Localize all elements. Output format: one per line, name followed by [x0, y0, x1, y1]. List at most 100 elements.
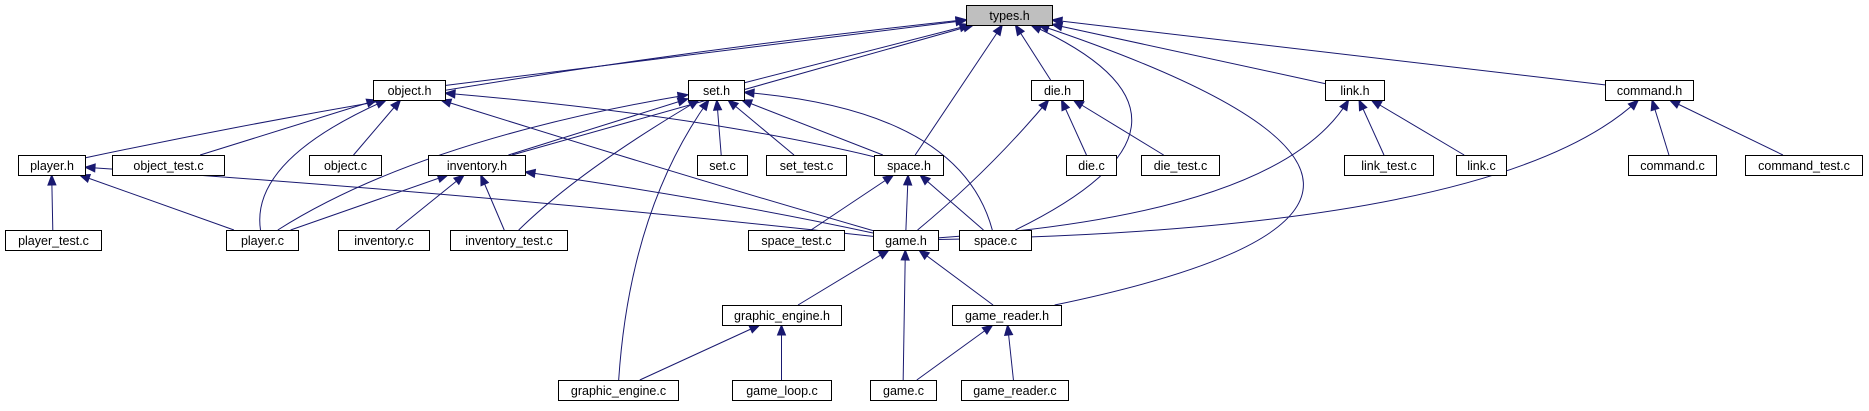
node-label: game_loop.c: [746, 384, 818, 398]
node-inventory-c[interactable]: inventory.c: [338, 230, 430, 251]
node-game-loop-c[interactable]: game_loop.c: [732, 380, 832, 401]
arrowhead-icon: [748, 324, 761, 334]
node-box: [732, 380, 832, 401]
node-player-h[interactable]: player.h: [18, 155, 86, 176]
node-box: [338, 230, 430, 251]
edges-layer: [47, 16, 1784, 381]
node-label: graphic_engine.h: [734, 309, 830, 323]
node-box: [1141, 155, 1220, 176]
node-game-reader-c[interactable]: game_reader.c: [961, 380, 1069, 401]
node-box: [1628, 155, 1717, 176]
edge-line: [743, 24, 971, 84]
edge-player-c-to-set-h: [277, 91, 690, 231]
edge-space-h-to-object-h: [443, 89, 875, 158]
node-space-c[interactable]: space.c: [959, 230, 1032, 251]
node-label: command.c: [1640, 159, 1705, 173]
node-box: [966, 5, 1053, 26]
node-command-h[interactable]: command.h: [1605, 80, 1694, 101]
node-types-h: types.h: [966, 5, 1053, 26]
node-object-test-c[interactable]: object_test.c: [112, 155, 225, 176]
node-inventory-h[interactable]: inventory.h: [428, 155, 526, 176]
node-box: [722, 305, 842, 326]
node-box: [373, 80, 446, 101]
edge-game-reader-c-to-game-reader-h: [1003, 323, 1014, 381]
node-label: inventory.h: [447, 159, 507, 173]
node-box: [766, 155, 847, 176]
node-player-test-c[interactable]: player_test.c: [5, 230, 102, 251]
arrowhead-icon: [365, 98, 379, 108]
edge-link-test-c-to-link-h: [1358, 98, 1385, 156]
edge-line: [727, 99, 795, 156]
node-label: game.h: [885, 234, 927, 248]
arrowhead-icon: [1370, 99, 1383, 110]
node-label: space.h: [887, 159, 931, 173]
node-label: space.c: [974, 234, 1017, 248]
arrowhead-icon: [726, 99, 740, 111]
node-inventory-test-c[interactable]: inventory_test.c: [450, 230, 568, 251]
node-link-test-c[interactable]: link_test.c: [1344, 155, 1434, 176]
edge-line: [1669, 99, 1784, 156]
node-label: link.c: [1467, 159, 1495, 173]
node-graphic-engine-h[interactable]: graphic_engine.h: [722, 305, 842, 326]
node-die-test-c[interactable]: die_test.c: [1141, 155, 1220, 176]
node-label: die.h: [1044, 84, 1071, 98]
edge-line: [919, 174, 984, 231]
node-link-h[interactable]: link.h: [1325, 80, 1385, 101]
node-label: inventory_test.c: [465, 234, 553, 248]
node-object-c[interactable]: object.c: [309, 155, 382, 176]
arrowhead-icon: [1038, 98, 1050, 112]
arrowhead-icon: [712, 98, 723, 111]
edge-line: [741, 99, 884, 156]
edge-line: [1038, 24, 1304, 306]
node-space-h[interactable]: space.h: [874, 155, 944, 176]
node-box: [688, 80, 745, 101]
arrowhead-icon: [776, 323, 787, 336]
edge-line: [1051, 23, 1326, 85]
node-graphic-engine-c[interactable]: graphic_engine.c: [558, 380, 679, 401]
node-label: game.c: [883, 384, 924, 398]
node-box: [18, 155, 86, 176]
node-label: game_reader.h: [965, 309, 1049, 323]
node-space-test-c[interactable]: space_test.c: [748, 230, 845, 251]
node-set-h[interactable]: set.h: [688, 80, 745, 101]
edge-line: [618, 99, 710, 381]
arrowhead-icon: [443, 89, 456, 99]
edge-line: [524, 171, 874, 234]
edge-line: [353, 99, 401, 156]
node-set-c[interactable]: set.c: [697, 155, 748, 176]
edge-line: [1371, 99, 1465, 156]
node-label: command_test.c: [1758, 159, 1850, 173]
node-command-c[interactable]: command.c: [1628, 155, 1717, 176]
node-die-c[interactable]: die.c: [1066, 155, 1117, 176]
edge-command-test-c-to-command-h: [1668, 99, 1784, 156]
edge-inventory-test-c-to-set-h: [518, 99, 701, 231]
node-object-h[interactable]: object.h: [373, 80, 446, 101]
arrowhead-icon: [877, 249, 891, 260]
node-label: player_test.c: [18, 234, 89, 248]
arrowhead-icon: [1003, 323, 1014, 336]
node-die-h[interactable]: die.h: [1031, 80, 1084, 101]
edge-line: [743, 91, 993, 231]
arrowhead-icon: [390, 98, 402, 112]
edge-game-reader-h-to-types-h: [1037, 23, 1304, 306]
edge-player-c-to-inventory-h: [290, 173, 450, 231]
node-label: object.h: [388, 84, 432, 98]
node-game-reader-h[interactable]: game_reader.h: [952, 305, 1062, 326]
edge-inventory-c-to-inventory-h: [395, 174, 466, 231]
arrowhead-icon: [1072, 99, 1085, 110]
node-set-test-c[interactable]: set_test.c: [766, 155, 847, 176]
node-label: game_reader.c: [973, 384, 1056, 398]
node-box: [1325, 80, 1385, 101]
node-box: [748, 230, 845, 251]
node-link-c[interactable]: link.c: [1456, 155, 1507, 176]
node-player-c[interactable]: player.c: [226, 230, 299, 251]
edge-game-h-to-die-h: [917, 98, 1050, 231]
node-game-h[interactable]: game.h: [873, 230, 939, 251]
node-box: [873, 230, 939, 251]
edge-line: [902, 249, 906, 381]
node-game-c[interactable]: game.c: [870, 380, 937, 401]
arrowhead-icon: [523, 168, 537, 179]
node-command-test-c[interactable]: command_test.c: [1745, 155, 1863, 176]
arrowhead-icon: [374, 99, 388, 109]
